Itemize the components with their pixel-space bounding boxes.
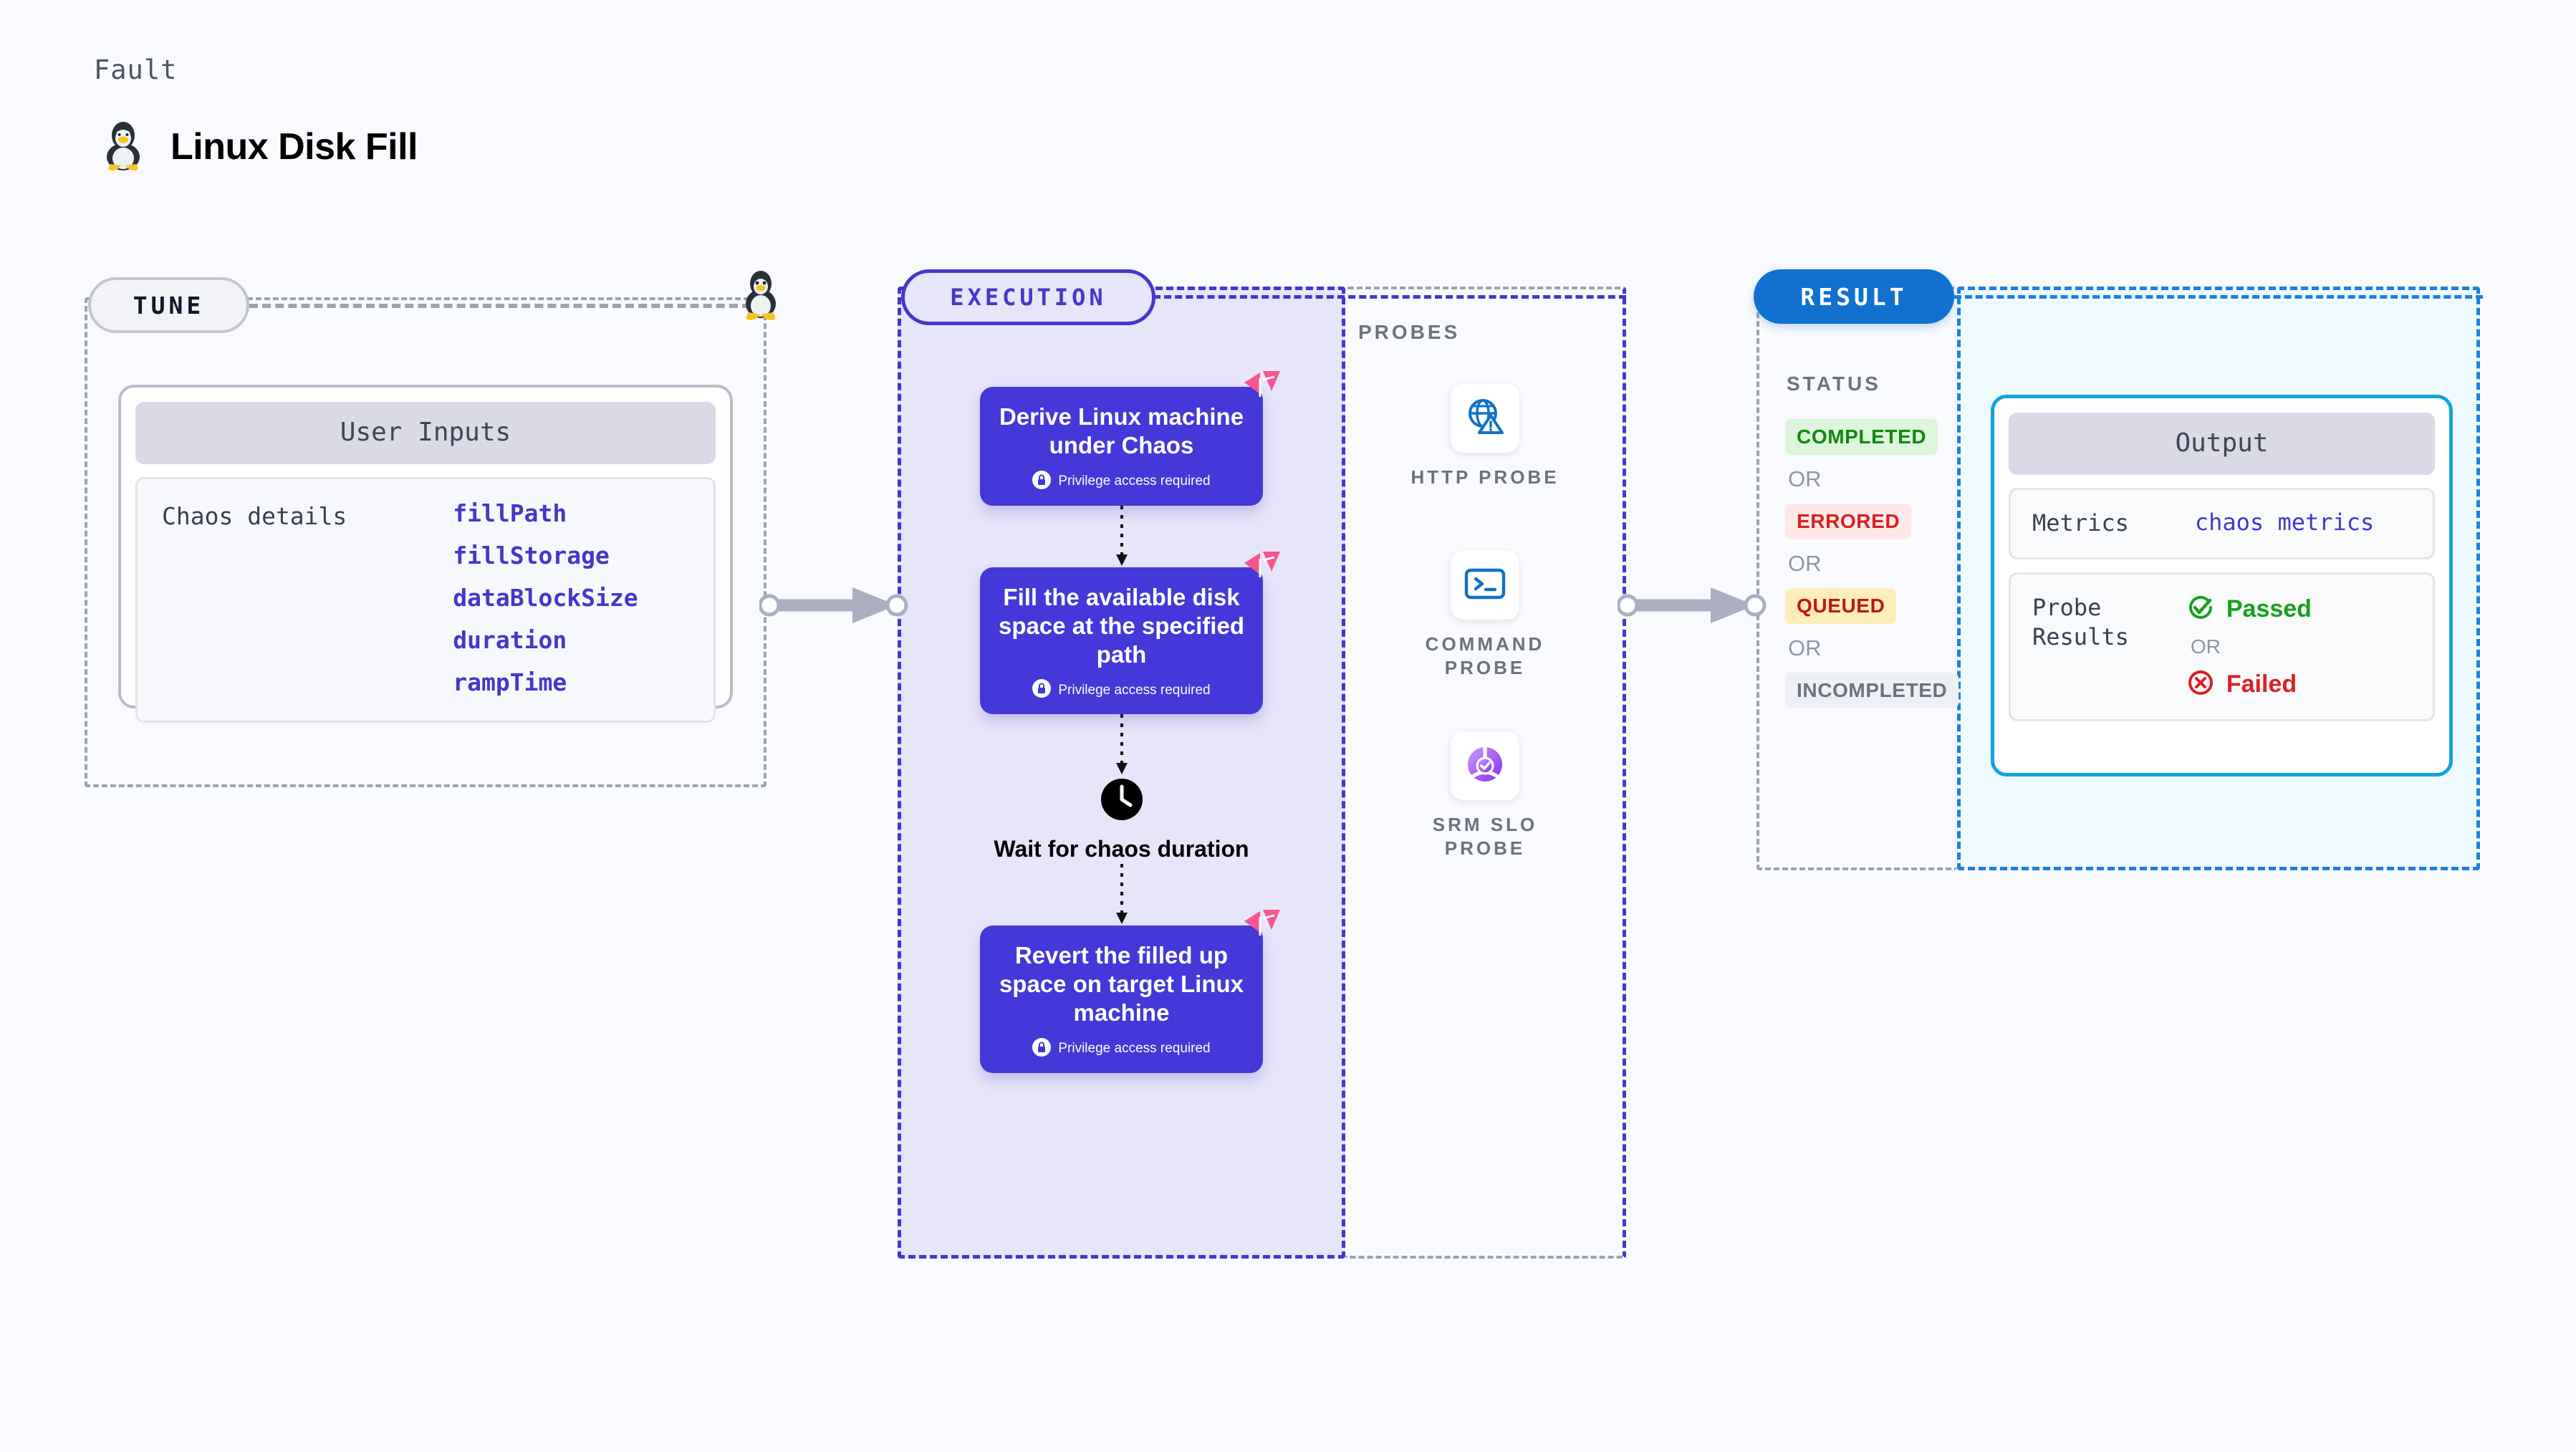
execution-badge[interactable]: EXECUTION — [901, 269, 1155, 325]
param-fillPath[interactable]: fillPath — [453, 499, 567, 527]
chaos-flag-icon — [1241, 908, 1282, 944]
probe-label: COMMAND PROBE — [1425, 633, 1545, 679]
chaos-details-values: fillPath fillStorage dataBlockSize durat… — [375, 499, 638, 696]
probe-tile — [1451, 551, 1519, 620]
execution-connector-line — [1153, 295, 1626, 299]
terminal-icon — [1464, 566, 1506, 605]
lock-icon — [1032, 470, 1052, 493]
param-fillStorage[interactable]: fillStorage — [453, 542, 610, 569]
param-dataBlockSize[interactable]: dataBlockSize — [453, 584, 638, 612]
chaos-details-label: Chaos details — [162, 502, 347, 530]
output-probe-results-row: Probe Results Passed OR — [2009, 572, 2435, 721]
status-badge-errored: ERRORED — [1785, 504, 1912, 539]
arrow-execution-to-result — [1618, 587, 1767, 623]
tux-penguin-icon — [100, 118, 146, 175]
step-card-fill[interactable]: Fill the available disk space at the spe… — [980, 551, 1280, 715]
slo-donut-check-icon — [1463, 742, 1507, 790]
status-caption: STATUS — [1787, 372, 1881, 395]
chaos-flag-icon — [1241, 550, 1282, 586]
result-connector-line — [1954, 295, 2483, 299]
tux-penguin-icon — [738, 266, 784, 325]
failed-label: Failed — [2226, 670, 2297, 698]
or-separator: OR — [1788, 466, 1822, 491]
probes-caption: PROBES — [1358, 321, 1461, 343]
lock-icon — [1032, 679, 1052, 701]
probe-item-http[interactable]: HTTP PROBE — [1406, 384, 1564, 489]
probe-result-failed: Failed — [2186, 668, 2312, 701]
probe-item-srm-slo[interactable]: SRM SLO PROBE — [1406, 731, 1564, 861]
probe-results-values: Passed OR Failed — [2149, 593, 2312, 701]
param-duration[interactable]: duration — [453, 626, 567, 654]
output-metrics-row: Metrics chaos metrics — [2009, 488, 2435, 559]
probe-tile — [1451, 384, 1519, 453]
privilege-row: Privilege access required — [999, 470, 1244, 493]
status-list: COMPLETED OR ERRORED OR QUEUED OR INCOMP… — [1785, 419, 1959, 708]
wait-label: Wait for chaos duration — [994, 836, 1249, 862]
passed-label: Passed — [2226, 595, 2312, 622]
step-card-derive[interactable]: Derive Linux machine under Chaos Privile… — [980, 371, 1280, 506]
lock-icon — [1032, 1037, 1052, 1060]
privilege-row: Privilege access required — [999, 1037, 1244, 1060]
probe-label: SRM SLO PROBE — [1432, 814, 1538, 860]
or-separator: OR — [1788, 551, 1822, 576]
tune-connector-line — [249, 304, 751, 308]
probe-item-command[interactable]: COMMAND PROBE — [1406, 551, 1564, 681]
or-separator: OR — [1788, 635, 1822, 660]
step-title: Revert the filled up space on target Lin… — [999, 941, 1244, 1027]
step-title: Fill the available disk space at the spe… — [999, 583, 1244, 668]
user-inputs-body: Chaos details fillPath fillStorage dataB… — [135, 477, 716, 723]
metrics-label: Metrics — [2032, 509, 2129, 537]
or-separator: OR — [2190, 635, 2221, 658]
chaos-flag-icon — [1241, 370, 1282, 405]
connector-arrow-down — [1115, 863, 1128, 924]
connector-arrow-down — [1115, 505, 1128, 566]
page-title-row: Linux Disk Fill — [100, 118, 418, 175]
param-rampTime[interactable]: rampTime — [453, 668, 567, 696]
privilege-label: Privilege access required — [1058, 682, 1211, 698]
privilege-row: Privilege access required — [999, 679, 1244, 701]
page-title: Linux Disk Fill — [170, 125, 418, 168]
clock-icon — [1098, 779, 1145, 826]
result-badge[interactable]: RESULT — [1754, 269, 1954, 324]
tune-badge[interactable]: TUNE — [88, 277, 249, 333]
user-inputs-title: User Inputs — [135, 402, 716, 464]
connector-arrow-down — [1115, 714, 1128, 775]
probe-label: HTTP PROBE — [1410, 466, 1559, 488]
wait-node: Wait for chaos duration — [980, 776, 1263, 864]
execution-flow: Derive Linux machine under Chaos Privile… — [980, 371, 1280, 1073]
step-title: Derive Linux machine under Chaos — [999, 403, 1244, 459]
probe-tile — [1451, 731, 1519, 800]
user-inputs-panel: User Inputs Chaos details fillPath fillS… — [118, 385, 733, 723]
privilege-label: Privilege access required — [1058, 1041, 1211, 1057]
status-badge-incompleted: INCOMPLETED — [1785, 673, 1959, 708]
metrics-value[interactable]: chaos metrics — [2194, 509, 2375, 536]
output-panel: Output Metrics chaos metrics Probe Resul… — [1991, 395, 2453, 777]
probe-results-label: Probe Results — [2032, 593, 2129, 651]
arrow-tune-to-execution — [759, 587, 908, 623]
check-circle-icon — [2186, 593, 2215, 625]
tune-region — [85, 297, 766, 787]
probe-result-passed: Passed — [2186, 593, 2312, 625]
globe-warning-icon — [1464, 395, 1506, 442]
page-kicker: Fault — [94, 54, 178, 85]
privilege-label: Privilege access required — [1058, 473, 1211, 489]
status-badge-queued: QUEUED — [1785, 588, 1897, 624]
output-title: Output — [2009, 413, 2435, 475]
step-card-revert[interactable]: Revert the filled up space on target Lin… — [980, 909, 1280, 1073]
status-badge-completed: COMPLETED — [1785, 419, 1938, 455]
x-circle-icon — [2186, 668, 2215, 701]
